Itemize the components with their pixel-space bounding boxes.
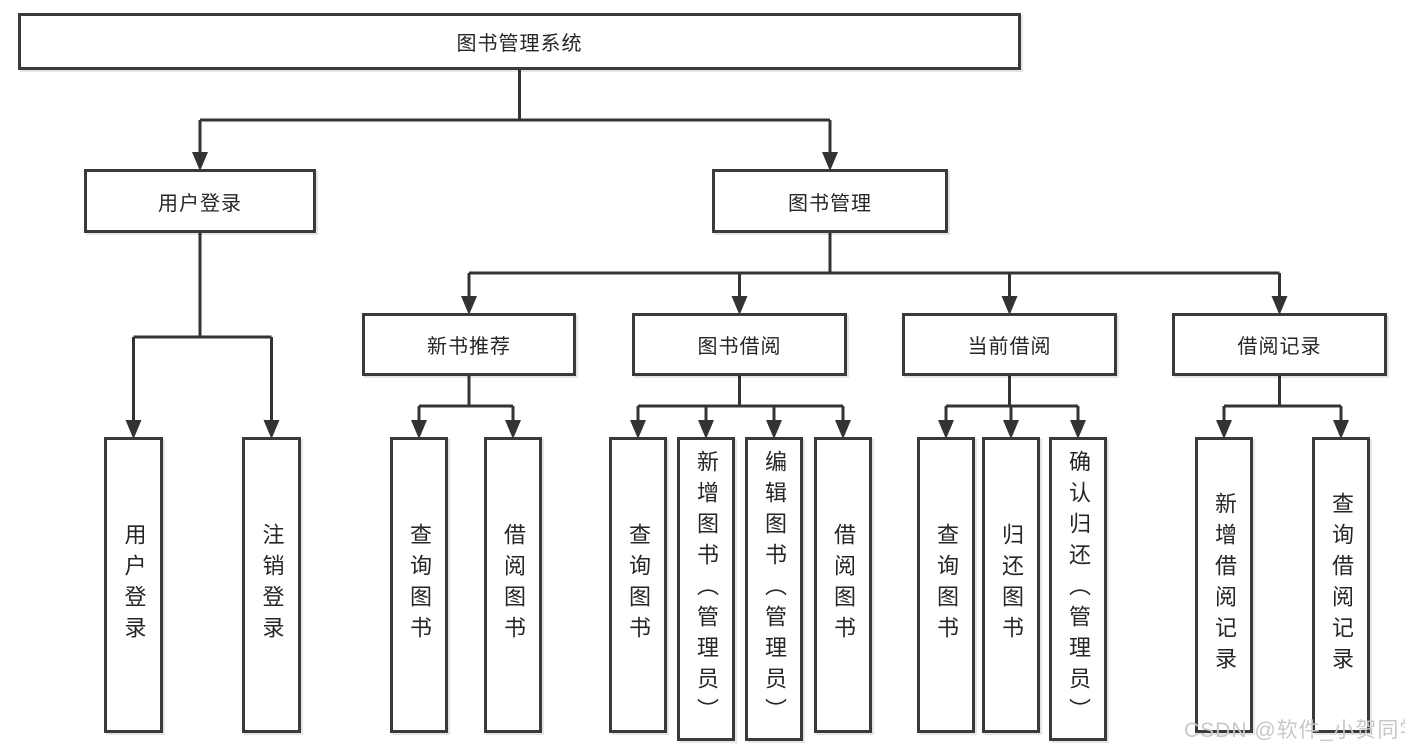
node-user-login: 用户登录 — [84, 169, 316, 233]
node-current-borrow: 当前借阅 — [902, 313, 1117, 376]
leaf-logout: 注销登录 — [242, 437, 301, 733]
connector-root — [200, 70, 830, 122]
node-root-label: 图书管理系统 — [456, 33, 583, 55]
connector-current-borrow — [946, 376, 1078, 408]
node-user-login-label: 用户登录 — [158, 192, 242, 215]
node-book-management-label: 图书管理 — [788, 192, 872, 215]
leaf-return-books-label: 归还图书 — [999, 523, 1024, 647]
leaf-return-books: 归还图书 — [982, 437, 1040, 733]
leaf-add-borrow-record-label: 新增借阅记录 — [1212, 492, 1237, 678]
node-book-borrow: 图书借阅 — [632, 313, 847, 376]
leaf-current-query-books: 查询图书 — [917, 437, 975, 733]
leaf-confirm-return-admin: 确认归还（管理员） — [1049, 437, 1107, 741]
node-current-borrow-label: 当前借阅 — [967, 336, 1052, 358]
leaf-newrec-borrow-books-label: 借阅图书 — [501, 523, 526, 647]
leaf-edit-books-admin-label: 编辑图书（管理员） — [762, 449, 787, 729]
leaf-borrow-books: 借阅图书 — [814, 437, 872, 733]
leaf-add-borrow-record: 新增借阅记录 — [1195, 437, 1253, 733]
leaf-current-query-books-label: 查询图书 — [934, 523, 959, 647]
leaf-user-login-label: 用户登录 — [121, 523, 147, 647]
connector-book-borrow — [638, 376, 843, 408]
leaf-query-borrow-record: 查询借阅记录 — [1312, 437, 1370, 733]
leaf-newrec-query-books: 查询图书 — [390, 437, 448, 733]
leaf-user-login: 用户登录 — [104, 437, 163, 733]
leaf-add-books-admin-label: 新增图书（管理员） — [694, 449, 719, 729]
node-root: 图书管理系统 — [18, 13, 1021, 70]
connector-book-management — [469, 233, 1280, 275]
node-book-management: 图书管理 — [712, 169, 948, 233]
node-borrow-records-label: 借阅记录 — [1237, 336, 1322, 358]
node-new-book-recommend: 新书推荐 — [362, 313, 576, 376]
leaf-edit-books-admin: 编辑图书（管理员） — [745, 437, 803, 741]
leaf-borrow-query-books-label: 查询图书 — [626, 523, 651, 647]
node-book-borrow-label: 图书借阅 — [697, 336, 782, 358]
leaf-newrec-borrow-books: 借阅图书 — [484, 437, 542, 733]
leaf-borrow-query-books: 查询图书 — [609, 437, 667, 733]
leaf-query-borrow-record-label: 查询借阅记录 — [1329, 492, 1354, 678]
leaf-logout-label: 注销登录 — [259, 523, 285, 647]
leaf-newrec-query-books-label: 查询图书 — [407, 523, 432, 647]
leaf-confirm-return-admin-label: 确认归还（管理员） — [1066, 449, 1091, 729]
node-borrow-records: 借阅记录 — [1172, 313, 1387, 376]
connector-borrow-records — [1224, 376, 1341, 408]
csdn-watermark: CSDN @软件_小贺同学 — [1184, 719, 1405, 742]
connector-new-book — [419, 376, 513, 408]
leaf-borrow-books-label: 借阅图书 — [831, 523, 856, 647]
connector-user-login — [133, 233, 272, 339]
node-new-book-recommend-label: 新书推荐 — [427, 336, 511, 358]
leaf-add-books-admin: 新增图书（管理员） — [677, 437, 735, 741]
